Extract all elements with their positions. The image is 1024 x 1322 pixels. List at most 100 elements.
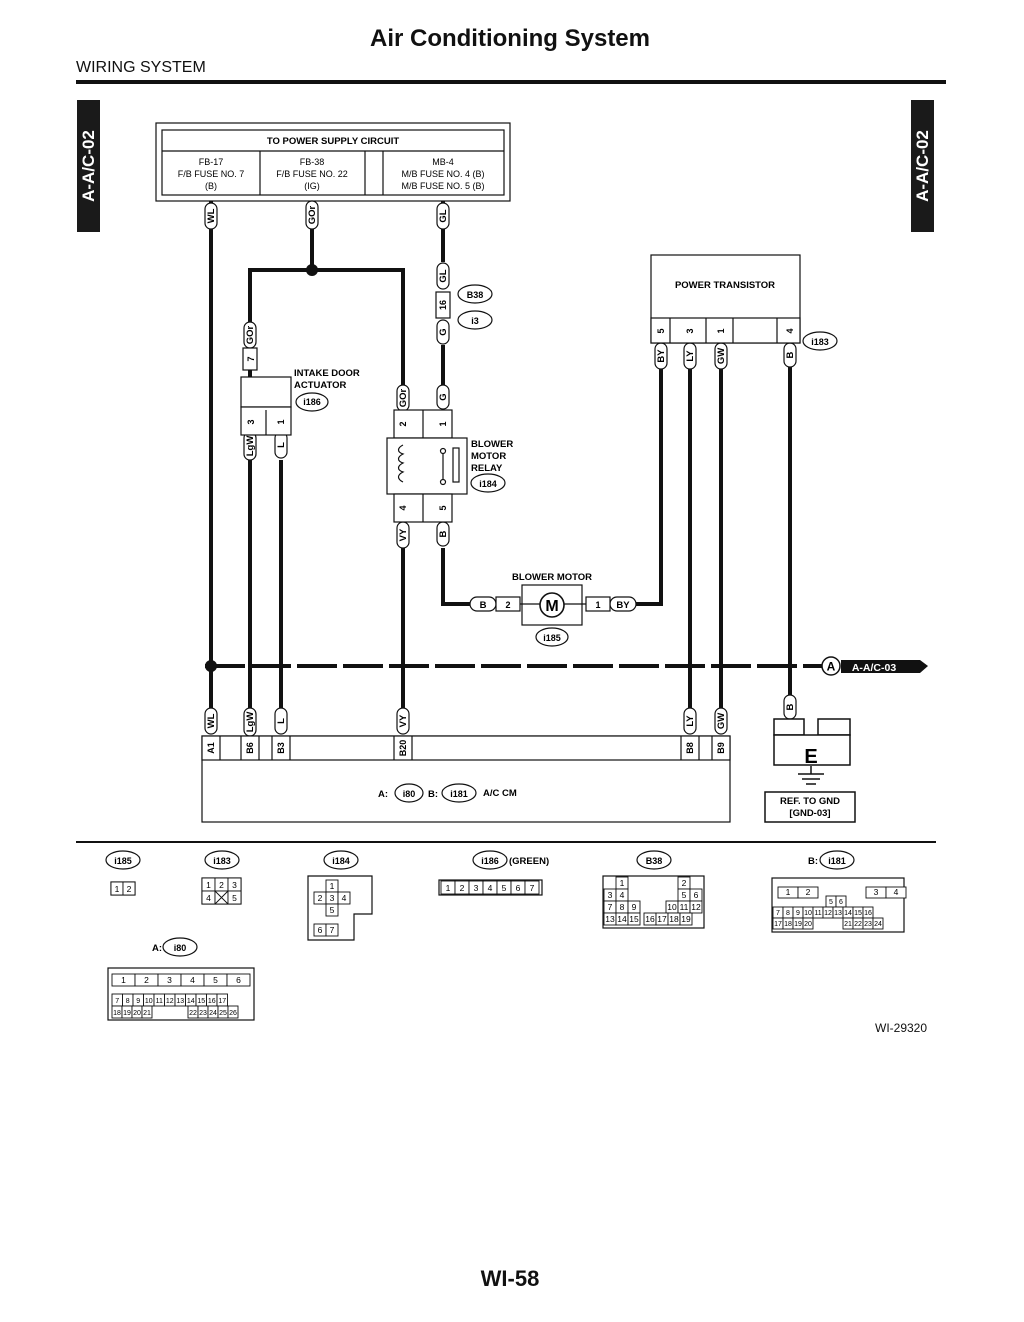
acm-pin-b3: B3 [276, 742, 286, 754]
connector-i186-pin-2: 2 [460, 883, 465, 893]
connector-B38-pin-3: 3 [608, 890, 613, 900]
connector-i181-pin-11: 11 [814, 910, 821, 917]
face-i186-suffix: (GREEN) [509, 856, 549, 867]
connector-i181-pin-14: 14 [844, 910, 852, 917]
b38-sub: i3 [471, 316, 479, 326]
power-supply-box [155, 122, 511, 202]
relay-label-2: MOTOR [471, 451, 506, 462]
relay-connector: i184 [479, 479, 497, 489]
connector-i185-pin-1: 1 [115, 884, 120, 894]
acm-pin-b8: B8 [685, 742, 695, 754]
connector-i80-pin-12: 12 [166, 998, 174, 1005]
connector-B38-pin-5: 5 [682, 890, 687, 900]
connector-i185-pin-2: 2 [127, 884, 132, 894]
connector-i181-pin-13: 13 [834, 910, 842, 917]
connector-i181-pin-15: 15 [854, 910, 862, 917]
connector-B38-pin-4: 4 [620, 890, 625, 900]
connector-B38-pin-12: 12 [691, 902, 701, 912]
connector-i181-pin-5: 5 [829, 899, 833, 906]
fuse-1-name: F/B FUSE NO. 7 [178, 169, 245, 179]
connector-B38-pin-18: 18 [669, 914, 679, 924]
blower-motor-label: BLOWER MOTOR [512, 572, 592, 583]
acm-a-conn: i80 [403, 789, 416, 799]
pt-pin-4: 4 [785, 328, 795, 333]
connector-i184-pin-cell [325, 903, 339, 917]
connector-i185-pin-cell [122, 881, 136, 896]
label-b-relay: B [438, 530, 449, 537]
relay-coil-icon [397, 444, 460, 486]
fuse-3-name: M/B FUSE NO. 4 (B) [401, 169, 484, 179]
power-transistor-label: POWER TRANSISTOR [675, 280, 775, 291]
connector-i181-pin-cell [885, 886, 907, 899]
wire-gor-split [248, 268, 405, 385]
connector-i80-pin-19: 19 [123, 1010, 131, 1017]
face-i181-prefix: B: [808, 856, 818, 867]
face-b38-label: B38 [646, 856, 663, 866]
face-i80-label: i80 [174, 943, 187, 953]
label-b-motor: B [480, 600, 487, 611]
relay-pin-5: 5 [438, 505, 448, 510]
connector-i184-pin-7: 7 [330, 925, 335, 935]
acm-pin-a1: A1 [206, 742, 216, 754]
ground-ref-2: [GND-03] [789, 808, 830, 819]
ground-ref-1: REF. TO GND [780, 796, 840, 807]
acm-a-prefix: A: [378, 789, 388, 800]
connector-i80-pin-9: 9 [136, 998, 140, 1005]
fuse-3-state: M/B FUSE NO. 5 (B) [401, 181, 484, 191]
connector-B38-pin-1: 1 [620, 878, 625, 888]
connector-B38-pin-19: 19 [681, 914, 691, 924]
ground-icon [764, 718, 856, 823]
connector-i80-pin-11: 11 [156, 998, 163, 1005]
label-by-motor: BY [616, 600, 630, 611]
connector-i80-pin-23: 23 [199, 1010, 207, 1017]
face-i185-label: i185 [114, 856, 132, 866]
connector-B38-pin-8: 8 [620, 902, 625, 912]
connector-i181-pin-10: 10 [804, 910, 812, 917]
side-tab-right: A-A/C-02 [911, 100, 934, 232]
connector-i181-pin-19: 19 [794, 921, 802, 928]
ground-symbol: E [804, 746, 817, 768]
side-tab-left: A-A/C-02 [77, 100, 100, 232]
label-b-pt: B [785, 351, 796, 358]
header-rule [76, 80, 946, 84]
face-i184-label: i184 [332, 856, 350, 866]
connector-i186-pin-5: 5 [502, 883, 507, 893]
wire-b-motor [441, 548, 470, 606]
wire-by [636, 367, 663, 606]
power-supply-title: TO POWER SUPPLY CIRCUIT [267, 136, 400, 147]
connector-i183-pin-4: 4 [206, 893, 211, 903]
connector-i186-pin-4: 4 [488, 883, 493, 893]
connector-B38-pin-15: 15 [629, 914, 639, 924]
label-wl-acm: WL [206, 713, 217, 728]
connector-i181-pin-18: 18 [784, 921, 792, 928]
acm-pin-b9: B9 [716, 742, 726, 754]
connector-B38-pin-17: 17 [657, 914, 667, 924]
connector-i80-pin-17: 17 [218, 998, 226, 1005]
connector-i80-pin-24: 24 [209, 1010, 217, 1017]
connector-B38-pin-cell [627, 912, 641, 926]
power-supply-inner [161, 129, 505, 196]
intake-pin-3: 3 [246, 419, 256, 424]
pt-connector: i183 [811, 337, 829, 347]
connector-i184-pin-2: 2 [318, 893, 323, 903]
label-ly-pt: LY [685, 350, 696, 362]
label-g-b38: G [438, 328, 449, 335]
connector-i80-pin-16: 16 [208, 998, 216, 1005]
label-gor-intake: GOr [245, 325, 256, 344]
face-i80-prefix: A: [152, 943, 162, 954]
relay-label-1: BLOWER [471, 439, 513, 450]
figure-id: WI-29320 [875, 1021, 928, 1035]
motor-connector: i185 [543, 633, 561, 643]
connector-i80-pin-22: 22 [189, 1010, 197, 1017]
connector-i186-pin-3: 3 [474, 883, 479, 893]
connector-i181-pin-2: 2 [806, 887, 811, 897]
label-g-relay: G [438, 393, 449, 400]
connector-i80-pin-20: 20 [133, 1010, 141, 1017]
fuse-1-state: (B) [205, 181, 217, 191]
label-l-acm: L [276, 718, 287, 724]
acm-b-prefix: B: [428, 789, 438, 800]
connector-i184-pin-1: 1 [330, 881, 335, 891]
label-vy-acm: VY [398, 714, 409, 727]
connector-i183-pin-1: 1 [206, 880, 211, 890]
